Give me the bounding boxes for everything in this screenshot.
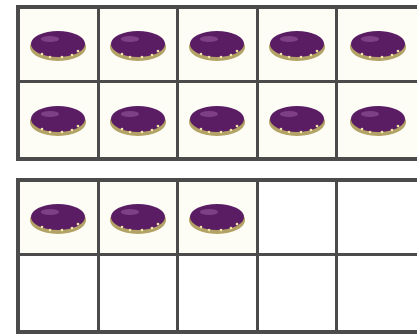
ten-frame-cell-filled (179, 182, 259, 256)
donut-icon (187, 27, 247, 63)
ten-frame-cell-filled (100, 83, 180, 157)
ten-frame-cell-empty (179, 256, 259, 330)
ten-frame-cell-empty (338, 182, 417, 256)
ten-frame-cell-empty (259, 256, 339, 330)
donut-icon (267, 102, 327, 138)
donut-icon (187, 102, 247, 138)
donut-icon (108, 102, 168, 138)
donut-icon (348, 102, 408, 138)
ten-frame-cell-empty (20, 256, 100, 330)
ten-frame-cell-filled (20, 182, 100, 256)
ten-frame-cell-filled (179, 83, 259, 157)
donut-icon (187, 200, 247, 236)
ten-frame-cell-empty (100, 256, 180, 330)
ten-frame-cell-filled (20, 83, 100, 157)
ten-frame-cell-filled (179, 9, 259, 83)
donut-icon (108, 200, 168, 236)
ten-frame-cell-empty (259, 182, 339, 256)
ten-frame-cell-filled (259, 83, 339, 157)
donut-icon (267, 27, 327, 63)
ten-frame-cell-filled (100, 9, 180, 83)
ten-frame-cell-empty (338, 256, 417, 330)
donut-icon (28, 200, 88, 236)
ten-frame-partial (16, 178, 417, 334)
ten-frame-cell-filled (20, 9, 100, 83)
ten-frame-cell-filled (259, 9, 339, 83)
ten-frame-full (16, 5, 417, 161)
donut-icon (28, 27, 88, 63)
donut-icon (348, 27, 408, 63)
ten-frame-cell-filled (338, 9, 417, 83)
ten-frame-cell-filled (100, 182, 180, 256)
donut-icon (108, 27, 168, 63)
donut-icon (28, 102, 88, 138)
ten-frame-cell-filled (338, 83, 417, 157)
